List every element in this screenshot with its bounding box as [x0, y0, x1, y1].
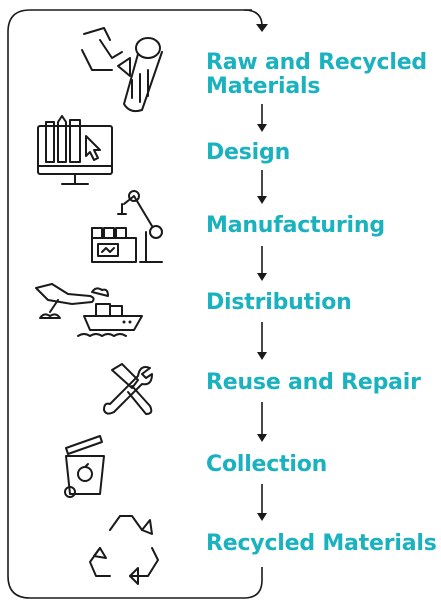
connector-arrows	[257, 104, 267, 521]
stage-label-raw-and-recycled-materials: Raw and Recycled Materials	[206, 50, 427, 99]
stage-label-recycled-materials: Recycled Materials	[206, 531, 437, 556]
log-recycle-icon	[81, 27, 163, 113]
plane-ship-icon	[35, 283, 143, 337]
factory-robot-arm-icon	[91, 190, 163, 263]
loop-frame-top-curve	[243, 9, 263, 27]
stage-label-distribution: Distribution	[206, 290, 352, 315]
design-monitor-icon	[37, 115, 113, 185]
loop-arrowhead	[256, 24, 268, 32]
stage-label-design: Design	[206, 140, 291, 165]
stage-label-reuse-and-repair: Reuse and Repair	[206, 370, 421, 395]
recycle-bin-icon	[64, 435, 105, 498]
loop-frame	[7, 9, 263, 599]
stage-label-collection: Collection	[206, 452, 328, 477]
recycle-symbol-icon	[89, 515, 159, 585]
wrench-screwdriver-icon	[103, 363, 153, 415]
stage-label-manufacturing: Manufacturing	[206, 213, 385, 238]
